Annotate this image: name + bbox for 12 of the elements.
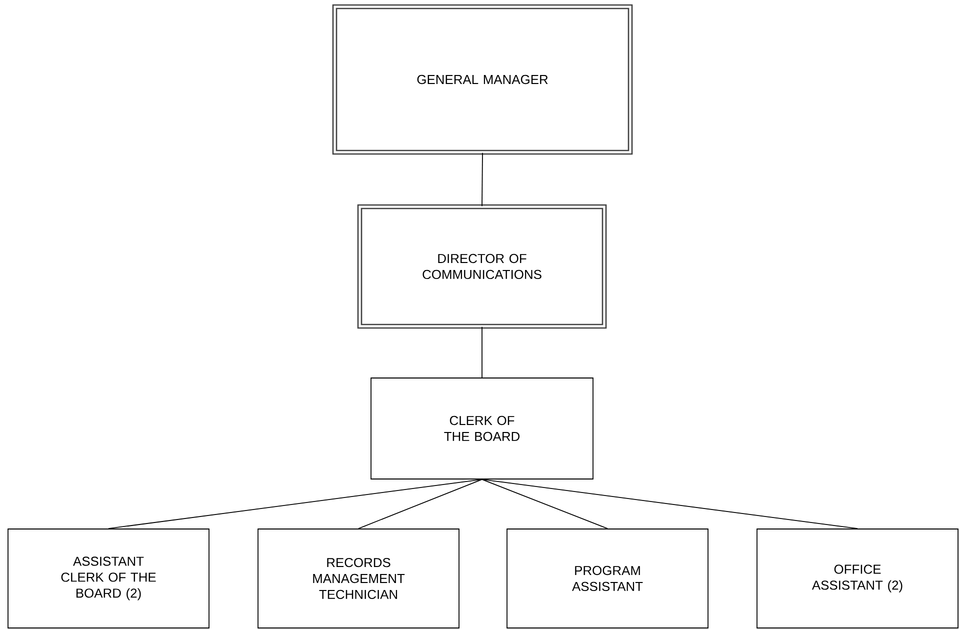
connector-line	[482, 479, 608, 529]
position-box: PROGRAM ASSISTANT	[506, 528, 708, 628]
connector-line	[108, 479, 482, 529]
position-box: DIRECTOR OF COMMUNICATIONS	[357, 204, 607, 329]
connector-line	[482, 479, 858, 529]
connector-line	[358, 479, 482, 529]
position-box: GENERAL MANAGER	[332, 4, 633, 155]
connector-line	[482, 152, 483, 207]
position-box: OFFICE ASSISTANT (2)	[756, 528, 958, 628]
position-box: ASSISTANT CLERK OF THE BOARD (2)	[8, 528, 210, 628]
position-box: RECORDS MANAGEMENT TECHNICIAN	[258, 528, 460, 628]
position-box: CLERK OF THE BOARD	[370, 378, 594, 480]
